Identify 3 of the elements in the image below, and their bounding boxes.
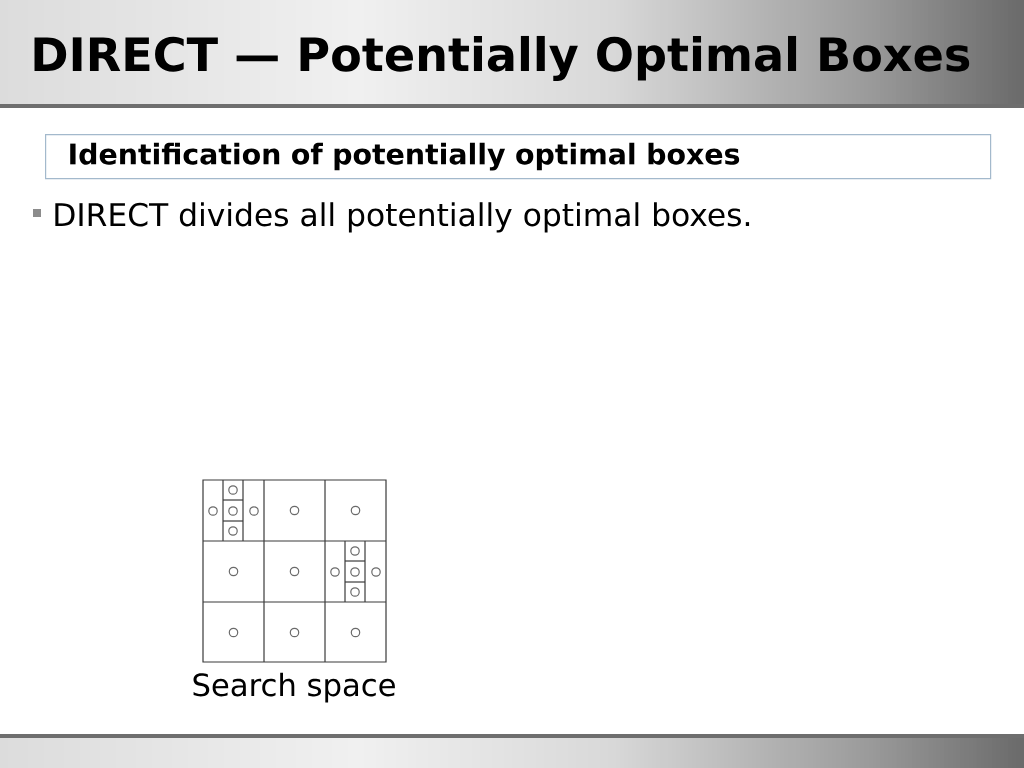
heading-box: Identification of potentially optimal boxes [45, 134, 992, 180]
caption-text: Search space [193, 672, 395, 703]
title: DIRECT — Potentially Optimal Boxes [34, 35, 970, 81]
